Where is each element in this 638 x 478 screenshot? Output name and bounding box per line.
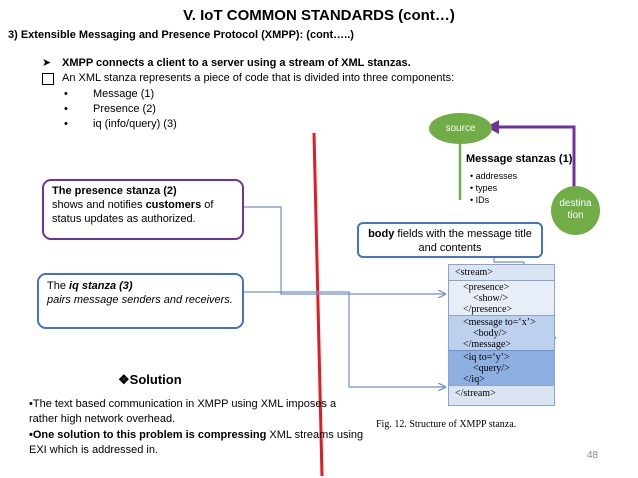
presence-card-heading: The presence stanza (2) (52, 185, 177, 197)
bullet-dot-icon: • (64, 118, 68, 130)
square-bullet-text: An XML stanza represents a piece of code… (62, 72, 455, 84)
body-emphasis: body (368, 228, 395, 240)
item-text: addresses (475, 171, 518, 181)
presence-text: shows and notifies (52, 199, 146, 211)
body-line2: and contents (418, 242, 482, 254)
xml-line: <message to=‘x’> (463, 317, 536, 328)
destination-node: destina tion (551, 186, 600, 235)
presence-text: of (201, 199, 214, 211)
solution-line-4: EXI which is addressed in. (29, 444, 159, 456)
list-item: • IDs (470, 195, 490, 205)
item-text: types (475, 183, 498, 193)
message-stanzas-list: • addresses • types • IDs (470, 170, 517, 206)
xml-line: <stream> (455, 267, 493, 278)
xml-line: <show/> (473, 293, 509, 304)
xml-line: </presence> (463, 304, 513, 315)
solution-text: XML streams using (266, 429, 364, 441)
source-label: source (445, 123, 476, 134)
figure-caption: Fig. 12. Structure of XMPP stanza. (376, 419, 517, 430)
destination-label-1: destina (559, 198, 592, 209)
iq-connector (244, 291, 445, 387)
square-bullet-icon (42, 73, 54, 85)
iq-card-line2: pairs message senders and receivers. (47, 294, 233, 306)
xml-stream-diagram: <stream> <presence> <show/> </presence> … (448, 264, 555, 406)
iq-heading-emphasis: iq stanza (3) (69, 280, 133, 292)
xml-line: </iq> (463, 374, 485, 385)
destination-label-2: tion (567, 210, 584, 221)
message-stanzas-heading: Message stanzas (1) (466, 153, 573, 165)
list-item: • types (470, 183, 498, 193)
arrow-head-icon (486, 120, 499, 134)
iq-text: The (47, 280, 70, 292)
xml-presence-block: <presence> <show/> </presence> (449, 280, 554, 315)
customers-emphasis: customers (145, 199, 202, 211)
page-title: V. IoT COMMON STANDARDS (cont…) (183, 7, 455, 24)
presence-card-line2: shows and notifies customers of (52, 198, 234, 212)
destination-to-source-arrow (497, 125, 576, 188)
component-presence: Presence (2) (93, 103, 156, 115)
body-fields-box: body fields with the message title and c… (357, 222, 543, 258)
xml-line: <iq to=‘y’> (463, 352, 510, 363)
red-divider-line (312, 132, 324, 477)
solution-heading: ❖Solution (118, 372, 182, 388)
xml-line: <body/> (473, 328, 508, 339)
xml-message-block: <message to=‘x’> <body/> </message> (449, 315, 554, 350)
solution-line-2: rather high network overhead. (29, 413, 176, 425)
presence-stanza-card: The presence stanza (2) shows and notifi… (42, 179, 244, 240)
page-number: 48 (587, 450, 599, 461)
component-iq: iq (info/query) (3) (93, 118, 177, 130)
arrow-bullet-icon: ➤ (42, 57, 52, 69)
bullet-dot-icon: • (64, 88, 68, 100)
xml-line: <presence> (463, 282, 510, 293)
arrow-bullet-text: XMPP connects a client to a server using… (62, 57, 411, 69)
xml-line: </stream> (449, 385, 554, 401)
iq-card-heading: The iq stanza (3) (47, 279, 234, 293)
item-text: IDs (475, 195, 490, 205)
solution-text: Solution (129, 372, 182, 387)
solution-line-3: •One solution to this problem is compres… (29, 428, 363, 443)
section-subtitle: 3) Extensible Messaging and Presence Pro… (8, 29, 354, 41)
solution-emphasis: •One solution to this problem is compres… (29, 429, 267, 441)
xml-line: <query/> (473, 363, 510, 374)
source-node: source (429, 113, 492, 144)
component-message: Message (1) (93, 88, 155, 100)
bullet-dot-icon: • (64, 103, 68, 115)
presence-card-line3: status updates as authorized. (52, 213, 196, 225)
iq-stanza-card: The iq stanza (3) pairs message senders … (37, 273, 244, 329)
xml-line: </message> (463, 339, 511, 350)
xml-iq-block: <iq to=‘y’> <query/> </iq> (449, 350, 554, 385)
diamond-bullet-icon: ❖ (118, 372, 130, 387)
body-text: fields with the message title (394, 228, 532, 240)
body-line1: body fields with the message title (361, 227, 539, 241)
presence-connector (244, 206, 445, 294)
solution-line-1: •The text based communication in XMPP us… (29, 398, 337, 410)
list-item: • addresses (470, 171, 518, 181)
